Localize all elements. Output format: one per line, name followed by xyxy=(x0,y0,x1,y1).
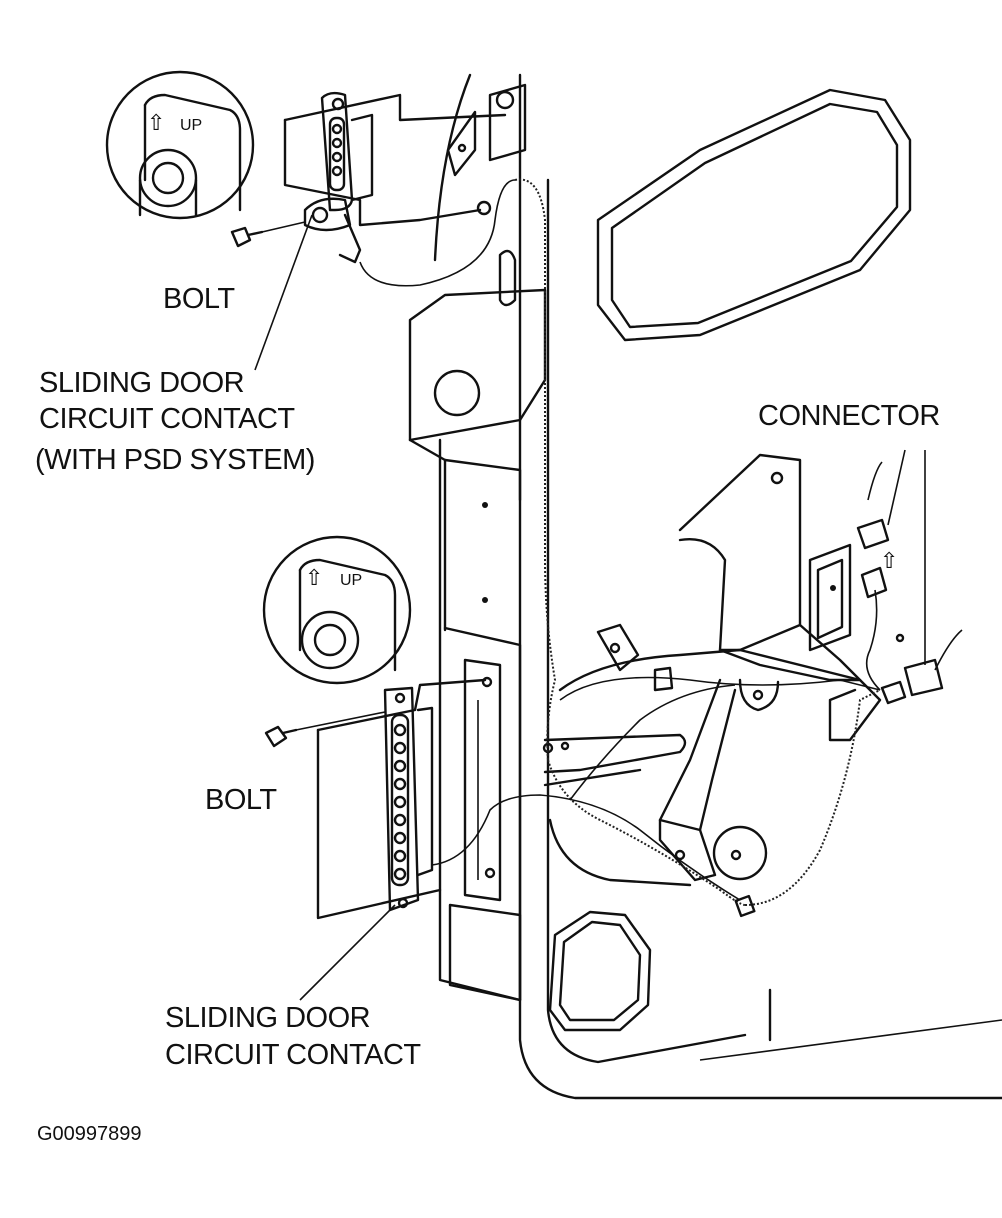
inset-lower xyxy=(262,535,412,685)
inset-upper-label: UP xyxy=(180,117,202,134)
window-opening xyxy=(596,88,912,342)
wire-harness xyxy=(359,178,963,918)
psd-contact-label-line2: CIRCUIT CONTACT xyxy=(39,403,295,435)
inset-lower-label: UP xyxy=(340,572,362,589)
lower-opening xyxy=(548,910,652,1032)
inset-upper-arrow-icon: ⇧ xyxy=(147,111,165,136)
door-panel xyxy=(518,73,1002,1100)
bolt-upper-label: BOLT xyxy=(163,283,235,315)
std-contact-label-line1: SLIDING DOOR xyxy=(165,1002,371,1034)
center-pillar xyxy=(408,73,547,1002)
figure-id: G00997899 xyxy=(37,1123,142,1145)
leader-connector-1 xyxy=(887,449,906,526)
connector-arrow-icon: ⇧ xyxy=(880,549,898,574)
psd-circuit-contact xyxy=(283,91,507,264)
inset-lower-arrow-icon: ⇧ xyxy=(305,566,323,591)
upper-bracket xyxy=(446,83,527,216)
bolt-lower-label: BOLT xyxy=(205,784,277,816)
psd-contact-label-line1: SLIDING DOOR xyxy=(39,367,245,399)
leader-std-contact xyxy=(299,904,396,1001)
leader-psd-contact xyxy=(254,214,313,371)
door-mechanism xyxy=(542,453,882,887)
psd-contact-label-line3: (WITH PSD SYSTEM) xyxy=(35,444,315,476)
connector-group xyxy=(856,518,944,705)
bolt-lower-icon xyxy=(264,711,386,748)
bolt-upper-icon xyxy=(230,221,306,248)
inset-upper xyxy=(105,70,255,220)
connector-label: CONNECTOR xyxy=(758,400,940,432)
std-circuit-contact xyxy=(316,676,496,920)
std-contact-label-line2: CIRCUIT CONTACT xyxy=(165,1039,421,1071)
